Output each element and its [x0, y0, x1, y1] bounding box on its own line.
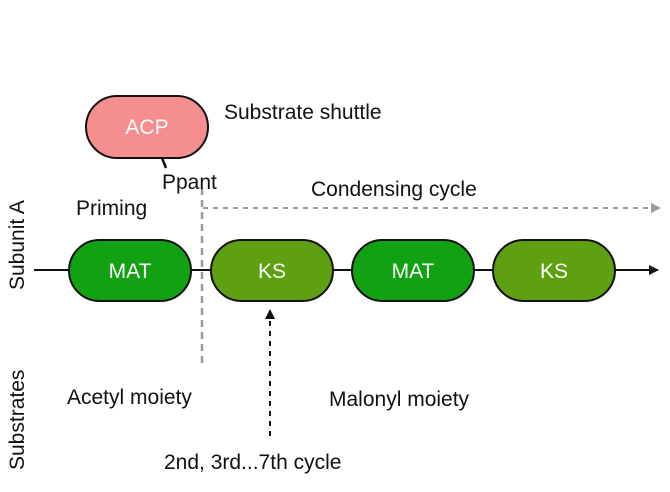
condensing-cycle-label: Condensing cycle — [311, 178, 477, 201]
acetyl-moiety-label: Acetyl moiety — [67, 386, 192, 409]
domain-ks-2 — [492, 239, 616, 302]
domain-mat-1 — [68, 239, 192, 302]
domain-ks-2-label: KS — [540, 260, 568, 283]
priming-label: Priming — [76, 197, 147, 220]
malonyl-moiety-label: Malonyl moiety — [329, 388, 470, 411]
subunit-a-label: Subunit A — [6, 200, 29, 290]
ppant-linker — [160, 157, 168, 169]
ppant-label: Ppant — [162, 171, 217, 194]
domain-mat-1-label: MAT — [109, 260, 152, 283]
domain-ks-1-label: KS — [258, 260, 286, 283]
acp-label: ACP — [125, 116, 168, 139]
acp-domain — [85, 95, 209, 159]
cycles-label: 2nd, 3rd...7th cycle — [164, 451, 341, 474]
substrate-shuttle-caption: Substrate shuttle — [224, 101, 382, 124]
substrates-label: Substrates — [6, 370, 29, 470]
domain-mat-2 — [351, 239, 475, 302]
domain-mat-2-label: MAT — [392, 260, 435, 283]
domain-ks-1 — [210, 239, 334, 302]
